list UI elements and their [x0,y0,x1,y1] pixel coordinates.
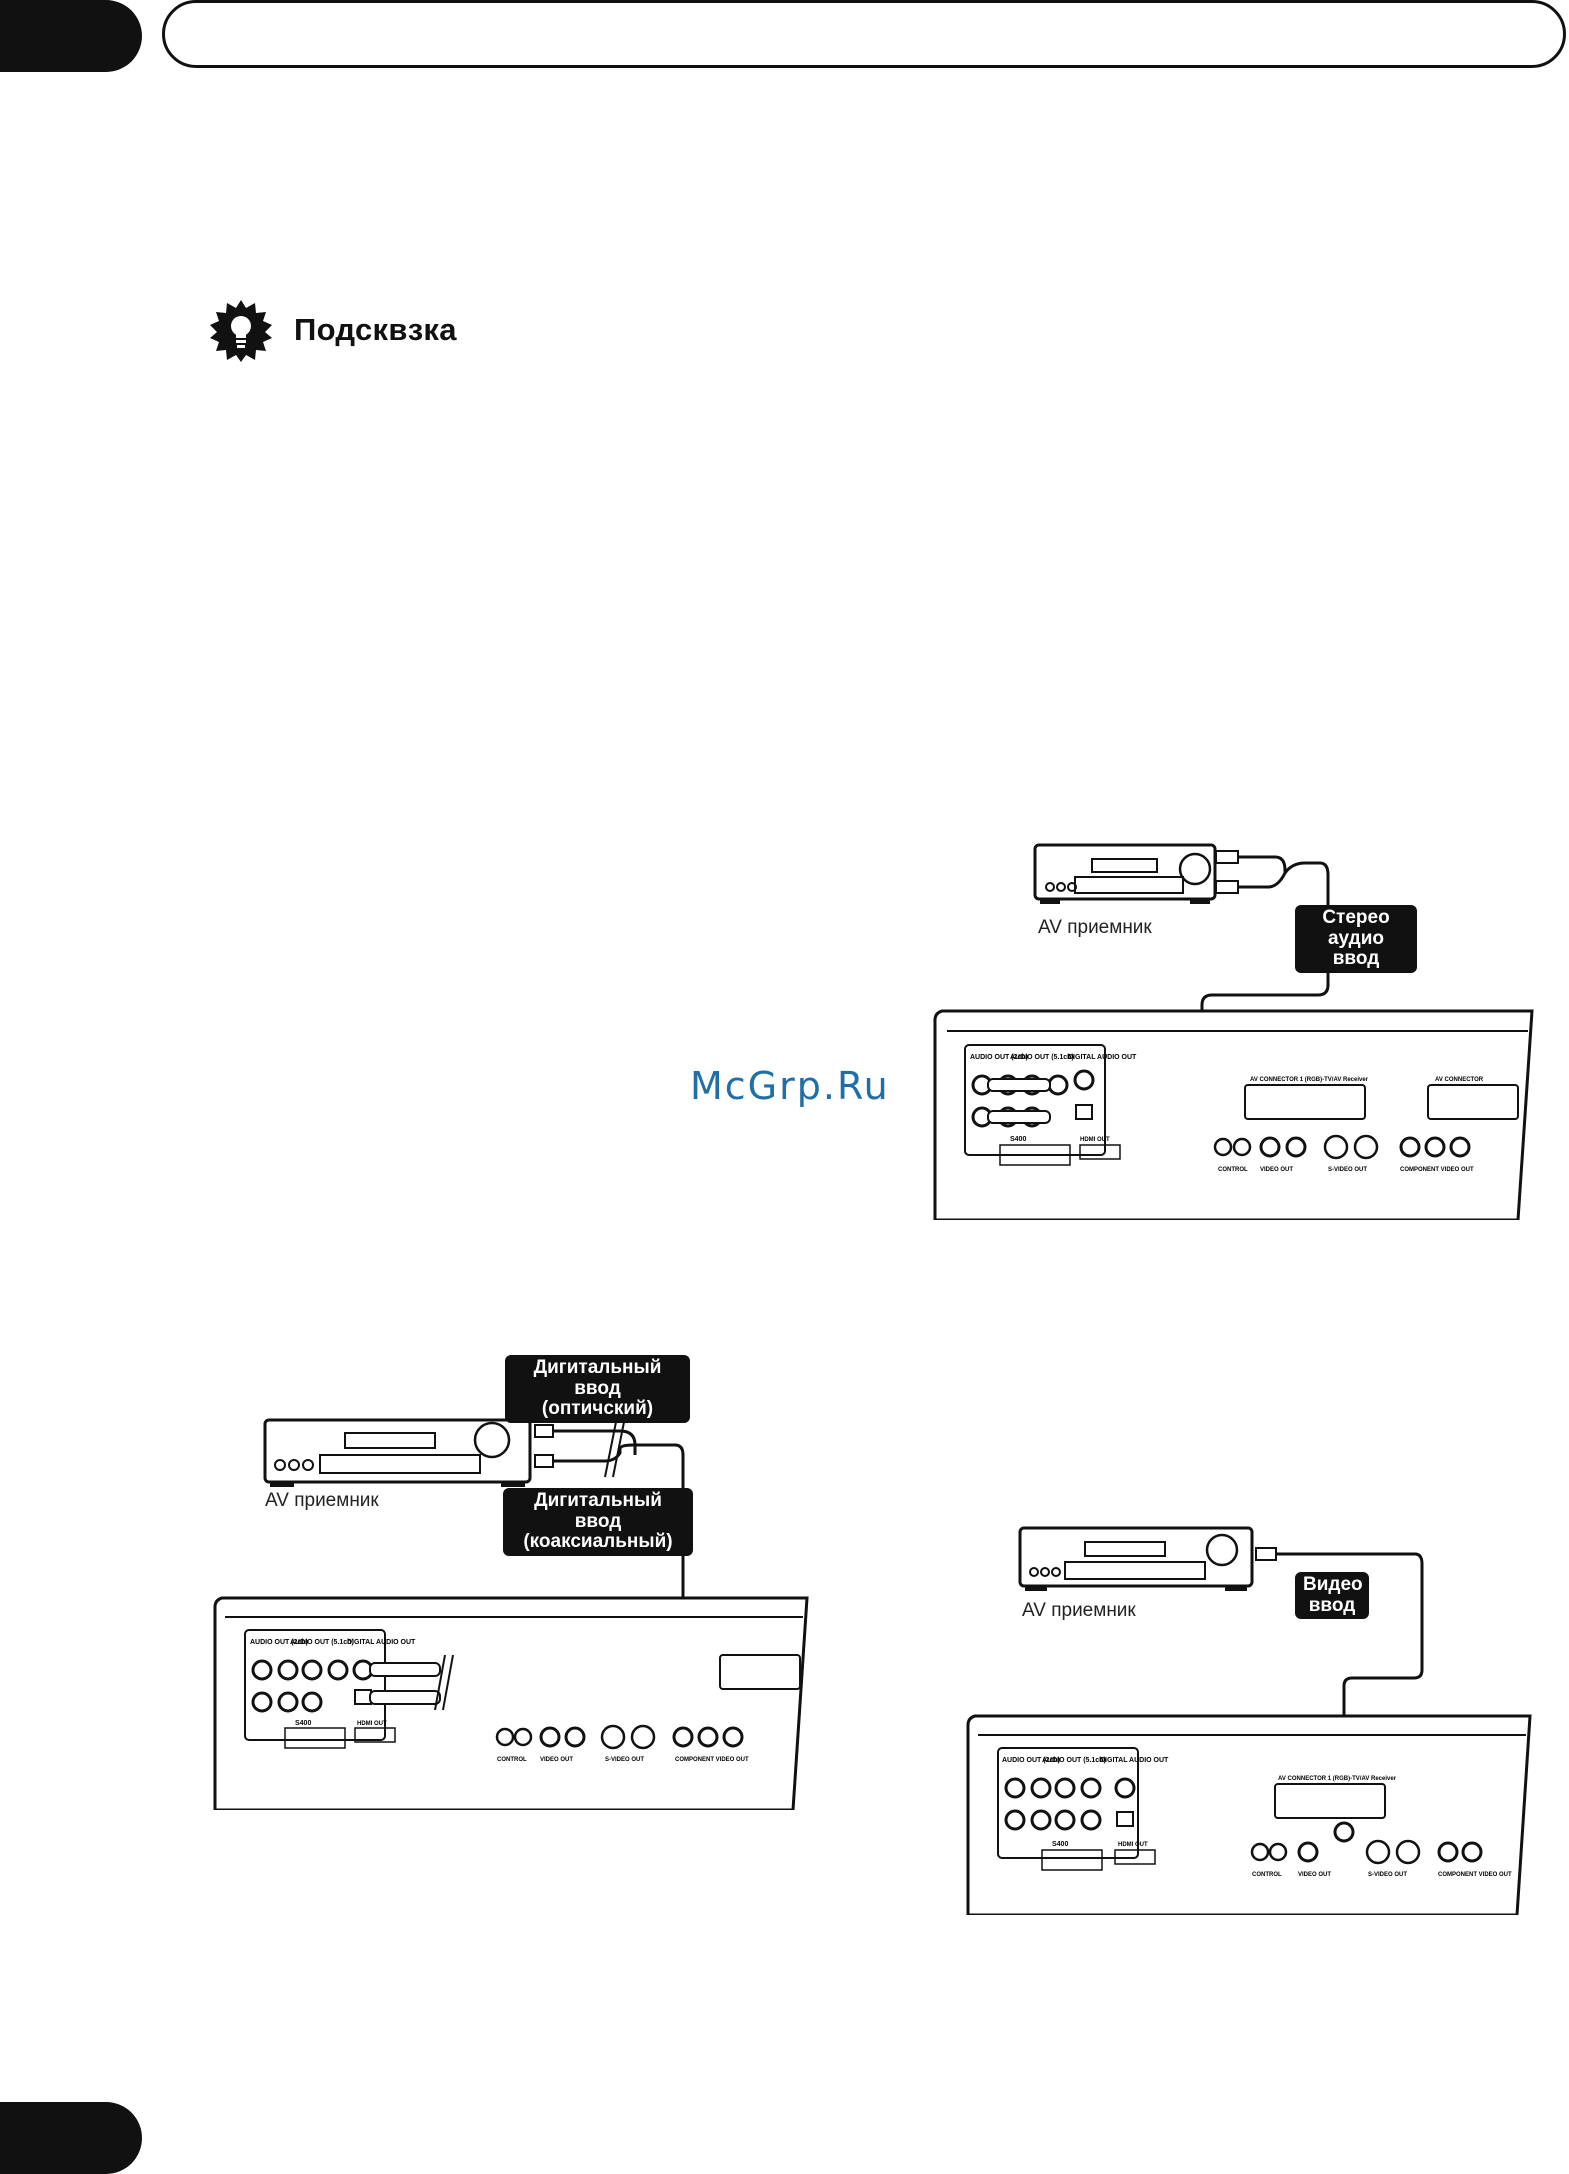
device-label: AV приемник [1038,917,1152,938]
av-receiver-illustration [263,1418,532,1487]
diagram-digital: AUDIO OUT (2ch) AUDIO OUT (5.1ch) DIGITA… [205,1355,815,1812]
diagram-video-drawing: AUDIO OUT (2ch) AUDIO OUT (5.1ch) DIGITA… [966,1526,1532,1917]
panel-label: S-VIDEO OUT [1368,1872,1407,1878]
diagram-stereo: AUDIO OUT (2ch) AUDIO OUT (5.1ch) DIGITA… [920,835,1540,1222]
panel-label: HDMI OUT [1118,1842,1148,1848]
panel-label: CONTROL [497,1757,527,1763]
panel-label: CONTROL [1218,1167,1248,1173]
panel-label: COMPONENT VIDEO OUT [1438,1872,1512,1878]
panel-label: AUDIO OUT (2ch) [250,1639,308,1646]
panel-label: DIGITAL AUDIO OUT [347,1639,416,1646]
video-input-label: Видео ввод [1295,1572,1369,1620]
panel-label: DIGITAL AUDIO OUT [1068,1054,1137,1061]
digital-coaxial-input-label: Дигитальный ввод (коаксиальный) [503,1488,693,1556]
recorder-rear-panel: AUDIO OUT (2ch) AUDIO OUT (5.1ch) DIGITA… [213,1596,809,1812]
lightbulb-icon [210,300,272,362]
panel-label: S-VIDEO OUT [605,1757,644,1763]
panel-label: S400 [295,1720,311,1727]
header-bar [162,0,1566,68]
tip-title: Подсквзка [294,312,457,347]
panel-label: AUDIO OUT (5.1ch) [1042,1757,1106,1764]
panel-label: HDMI OUT [1080,1137,1110,1143]
digital-optical-input-label: Дигитальный ввод (оптичский) [505,1355,690,1423]
av-receiver-illustration [1018,1526,1254,1591]
diagram-stereo-drawing: AUDIO OUT (2ch) AUDIO OUT (5.1ch) DIGITA… [933,843,1534,1222]
panel-label: AUDIO OUT (2ch) [1002,1757,1060,1764]
panel-label: AV CONNECTOR [1435,1077,1484,1083]
watermark: McGrp.Ru [690,1064,890,1108]
recorder-rear-panel: AUDIO OUT (2ch) AUDIO OUT (5.1ch) DIGITA… [966,1714,1532,1917]
panel-label: CONTROL [1252,1872,1282,1878]
page-tab-bottom [0,2102,142,2174]
panel-label: COMPONENT VIDEO OUT [1400,1167,1474,1173]
panel-label: AUDIO OUT (5.1ch) [290,1639,354,1646]
stereo-audio-input-label: Стерео аудио ввод [1295,905,1417,973]
diagram-video: AUDIO OUT (2ch) AUDIO OUT (5.1ch) DIGITA… [960,1520,1535,1917]
panel-label: AV CONNECTOR 1 (RGB)-TV/AV Receiver [1250,1077,1369,1083]
panel-label: VIDEO OUT [1260,1167,1293,1173]
panel-label: S400 [1052,1841,1068,1848]
panel-label: DIGITAL AUDIO OUT [1100,1757,1169,1764]
panel-label: COMPONENT VIDEO OUT [675,1757,749,1763]
recorder-rear-panel: AUDIO OUT (2ch) AUDIO OUT (5.1ch) DIGITA… [933,1009,1534,1222]
device-label: AV приемник [265,1490,379,1511]
diagram-digital-drawing: AUDIO OUT (2ch) AUDIO OUT (5.1ch) DIGITA… [213,1416,809,1812]
device-label: AV приемник [1022,1600,1136,1621]
panel-label: AUDIO OUT (2ch) [970,1054,1028,1061]
panel-label: S400 [1010,1136,1026,1143]
panel-label: VIDEO OUT [540,1757,573,1763]
av-receiver-illustration [1033,843,1217,904]
panel-label: AV CONNECTOR 1 (RGB)-TV/AV Receiver [1278,1776,1397,1782]
panel-label: S-VIDEO OUT [1328,1167,1367,1173]
panel-label: AUDIO OUT (5.1ch) [1010,1054,1074,1061]
panel-label: VIDEO OUT [1298,1872,1331,1878]
page-tab-top [0,0,142,72]
panel-label: HDMI OUT [357,1721,387,1727]
